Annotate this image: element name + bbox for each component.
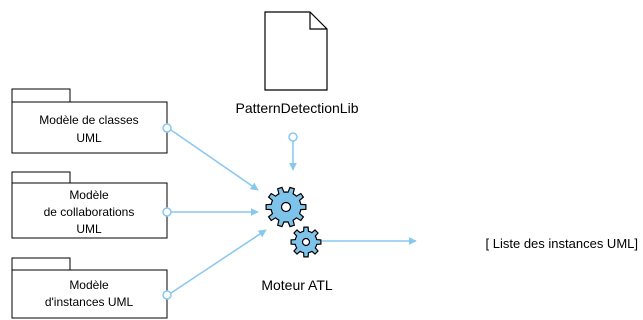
package-class-model[interactable]: Modèle de classes UML — [11, 88, 168, 154]
package-label-line: UML — [76, 222, 102, 236]
package-tab — [11, 257, 71, 271]
connector-port — [162, 207, 172, 217]
package-label-line: Modèle — [69, 188, 109, 202]
package-tab — [11, 171, 71, 184]
library-label: PatternDetectionLib — [236, 100, 359, 116]
connector-port — [162, 123, 172, 133]
package-instance-model[interactable]: Modèle d'instances UML — [11, 257, 168, 319]
package-body — [11, 269, 168, 319]
package-collaboration-model[interactable]: Modèle de collaborations UML — [11, 171, 168, 239]
package-label-line: de collaborations — [44, 205, 135, 219]
package-body — [11, 182, 168, 239]
engine-node[interactable]: Moteur ATL — [261, 186, 333, 293]
document-icon — [264, 11, 328, 91]
package-label-line: d'instances UML — [45, 295, 134, 309]
output-label: [ Liste des instances UML] — [486, 236, 638, 251]
gears-icon — [265, 186, 322, 258]
connector-instances-to-engine[interactable] — [170, 229, 267, 294]
package-label-line: Modèle de classes — [39, 113, 138, 127]
engine-label: Moteur ATL — [261, 277, 333, 293]
connector-classes-to-engine[interactable] — [170, 129, 259, 191]
package-label-line: Modèle — [69, 278, 109, 292]
package-body — [11, 101, 168, 154]
connectors — [162, 123, 417, 300]
large-gear-hub — [280, 201, 292, 213]
package-label-line: UML — [76, 131, 102, 145]
package-tab — [11, 88, 71, 103]
connector-port — [162, 290, 172, 300]
small-gear-hub — [301, 237, 311, 247]
library-node[interactable]: PatternDetectionLib — [236, 11, 359, 116]
connector-port — [288, 132, 298, 142]
